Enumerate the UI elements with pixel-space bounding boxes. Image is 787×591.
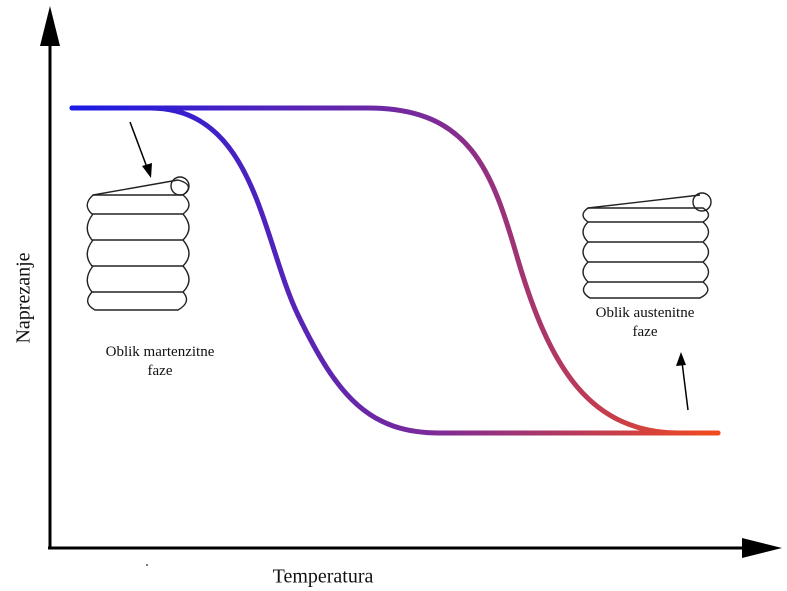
- martensite-caption: Oblik martenzitne faze: [106, 343, 215, 381]
- heating-curve: [69, 105, 721, 436]
- x-axis-label: Temperatura: [272, 565, 374, 588]
- cooling-curve: [69, 105, 721, 436]
- martensite-caption-line1: Oblik martenzitne: [105, 344, 215, 360]
- y-axis-arrowhead: [40, 6, 60, 46]
- y-axis-label: Naprezanje: [12, 252, 35, 344]
- coil-spring-icon: [86, 176, 190, 311]
- austenite-caption-line1: Oblik austenitne: [595, 305, 695, 321]
- coil-spring-icon: [582, 192, 712, 299]
- martensite-caption-line2: faze: [147, 363, 173, 379]
- austenite-caption-line2: faze: [632, 324, 658, 340]
- martensite-pointer-arrow: [129, 121, 152, 178]
- x-axis-arrowhead: [742, 538, 782, 558]
- stray-dot: [146, 564, 148, 566]
- austenite-pointer-arrow: [676, 352, 689, 411]
- austenite-caption: Oblik austenitne faze: [596, 304, 695, 342]
